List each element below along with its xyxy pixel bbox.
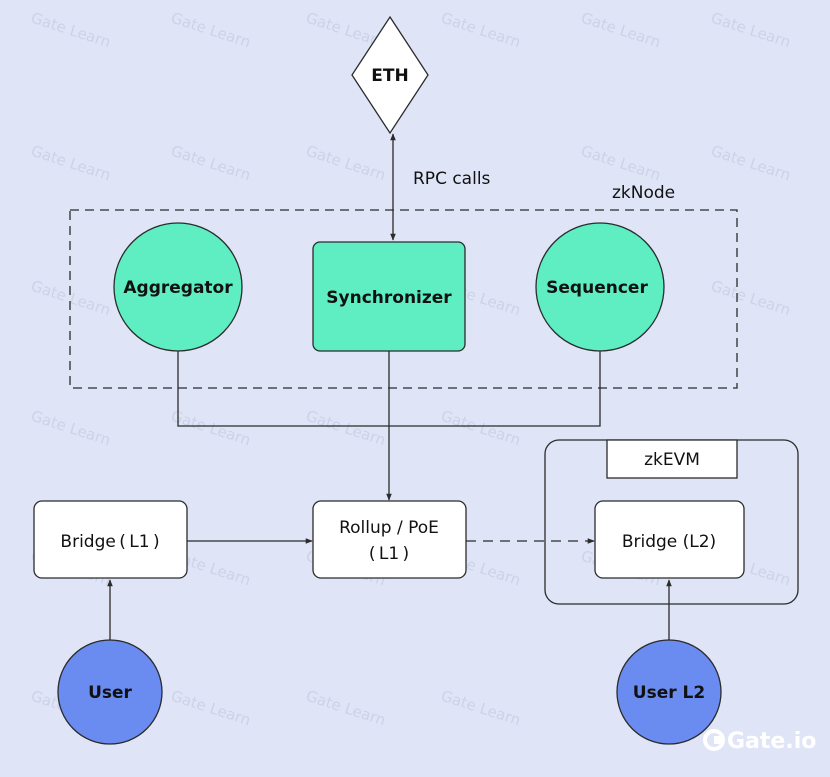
watermark-text: Gate Learn — [579, 142, 663, 185]
watermark-text: Gate Learn — [29, 407, 113, 450]
watermark-text: Gate Learn — [579, 9, 663, 52]
sequencer-circle — [535, 222, 665, 352]
synchronizer-node: Synchronizer — [312, 241, 466, 352]
eth-label: ETH — [371, 66, 408, 86]
rollup-box — [312, 500, 467, 579]
aggregator-node: Aggregator — [113, 222, 243, 352]
gate-logo-text: Gate.io — [727, 729, 816, 754]
watermark-text: Gate Learn — [439, 687, 523, 730]
watermark-text: Gate Learn — [304, 142, 388, 185]
watermark-text: Gate Learn — [304, 687, 388, 730]
user-l2-node: User L2 — [616, 639, 722, 745]
bridge-l2-label: Bridge (L2) — [622, 532, 716, 552]
zkevm-label: zkEVM — [644, 450, 700, 470]
user-circle — [57, 639, 163, 745]
bridge-l1-node: Bridge ( L1 ) — [33, 500, 188, 579]
synchronizer-label: Synchronizer — [326, 288, 452, 308]
watermark-text: Gate Learn — [709, 277, 793, 320]
connectors — [107, 133, 672, 640]
gate-logo-icon — [703, 729, 725, 751]
bridge-l1-box — [33, 500, 188, 579]
sequencer-label: Sequencer — [546, 278, 648, 298]
watermark-text: Gate Learn — [169, 142, 253, 185]
user-l2-label: User L2 — [633, 683, 705, 703]
aggregator-label: Aggregator — [123, 278, 233, 298]
zknode-label: zkNode — [612, 183, 675, 203]
watermark-text: Gate Learn — [439, 407, 523, 450]
user-label: User — [88, 683, 132, 703]
watermark-text: Gate Learn — [29, 9, 113, 52]
eth-diamond — [351, 15, 429, 135]
watermark-text: Gate Learn — [709, 9, 793, 52]
watermark-text: Gate Learn — [709, 142, 793, 185]
watermark-text: Gate Learn — [439, 9, 523, 52]
watermark-text: Gate Learn — [169, 407, 253, 450]
watermark-text: Gate Learn — [169, 687, 253, 730]
bridge-l2-node: Bridge (L2) — [594, 500, 745, 579]
aggregator-circle — [113, 222, 243, 352]
user-node: User — [57, 639, 163, 745]
gate-logo: Gate.io — [703, 729, 816, 754]
bridge-l2-box — [594, 500, 745, 579]
rollup-node: Rollup / PoE ( L1 ) — [312, 500, 467, 579]
watermark-text: Gate Learn — [29, 277, 113, 320]
watermark-text: Gate Learn — [169, 9, 253, 52]
watermark-text: Gate Learn — [29, 142, 113, 185]
user-l2-circle — [616, 639, 722, 745]
synchronizer-box — [312, 241, 466, 352]
rollup-label-line2: ( L1 ) — [369, 544, 409, 564]
rollup-label-line1: Rollup / PoE — [339, 518, 439, 538]
zknode-boundary — [69, 209, 738, 389]
watermark-text: Gate Learn — [304, 407, 388, 450]
sequencer-node: Sequencer — [535, 222, 665, 352]
watermark-layer: Gate Learn Gate Learn Gate Learn Gate Le… — [29, 9, 793, 730]
eth-node: ETH — [351, 15, 429, 135]
rpc-calls-label: RPC calls — [413, 169, 491, 189]
bridge-l1-label: Bridge ( L1 ) — [60, 532, 159, 552]
zkevm-tab — [606, 439, 738, 479]
